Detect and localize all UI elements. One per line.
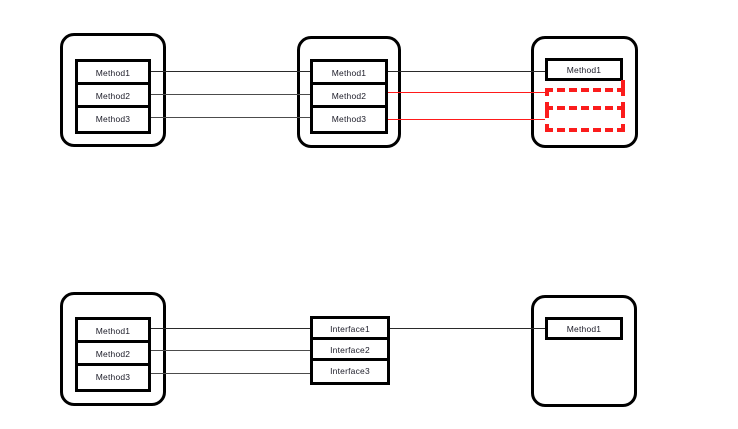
- method-row[interactable]: Method3: [78, 366, 148, 389]
- missing-method-placeholder-1: [545, 88, 625, 110]
- bottom-left-method-stack: Method1 Method2 Method3: [75, 317, 151, 392]
- method-row[interactable]: Method3: [313, 108, 385, 131]
- connector-method1-top-right: [388, 71, 545, 72]
- interface-row[interactable]: Interface3: [313, 361, 387, 382]
- interface-row[interactable]: Interface1: [313, 319, 387, 340]
- method-row[interactable]: Method2: [313, 85, 385, 108]
- connector-interface1-method1: [390, 328, 545, 329]
- method-row[interactable]: Method2: [78, 85, 148, 108]
- bottom-right-method1-box[interactable]: Method1: [545, 317, 623, 340]
- top-right-method1-box[interactable]: Method1: [545, 58, 623, 81]
- method-row[interactable]: Method1: [78, 62, 148, 85]
- top-left-method-stack: Method1 Method2 Method3: [75, 59, 151, 134]
- connector-method1-top-left: [150, 71, 310, 72]
- connector-method2-top-right-red: [388, 92, 545, 93]
- connector-method3-interface3: [150, 373, 310, 374]
- interface-row[interactable]: Interface2: [313, 340, 387, 361]
- connector-method3-top-left: [150, 117, 310, 118]
- connector-method2-top-left: [150, 94, 310, 95]
- missing-method-placeholder-2: [545, 110, 625, 132]
- method-row[interactable]: Method1: [78, 320, 148, 343]
- top-middle-method-stack: Method1 Method2 Method3: [310, 59, 388, 134]
- placeholder-right-edge-connector: [621, 80, 625, 92]
- method-row[interactable]: Method1: [313, 62, 385, 85]
- connector-method3-top-right-red: [388, 119, 545, 120]
- interface-stack: Interface1 Interface2 Interface3: [310, 316, 390, 385]
- bottom-right-component[interactable]: [531, 295, 637, 407]
- connector-method1-interface1: [150, 328, 310, 329]
- connector-method2-interface2: [150, 350, 310, 351]
- method-row[interactable]: Method3: [78, 108, 148, 131]
- method-row[interactable]: Method2: [78, 343, 148, 366]
